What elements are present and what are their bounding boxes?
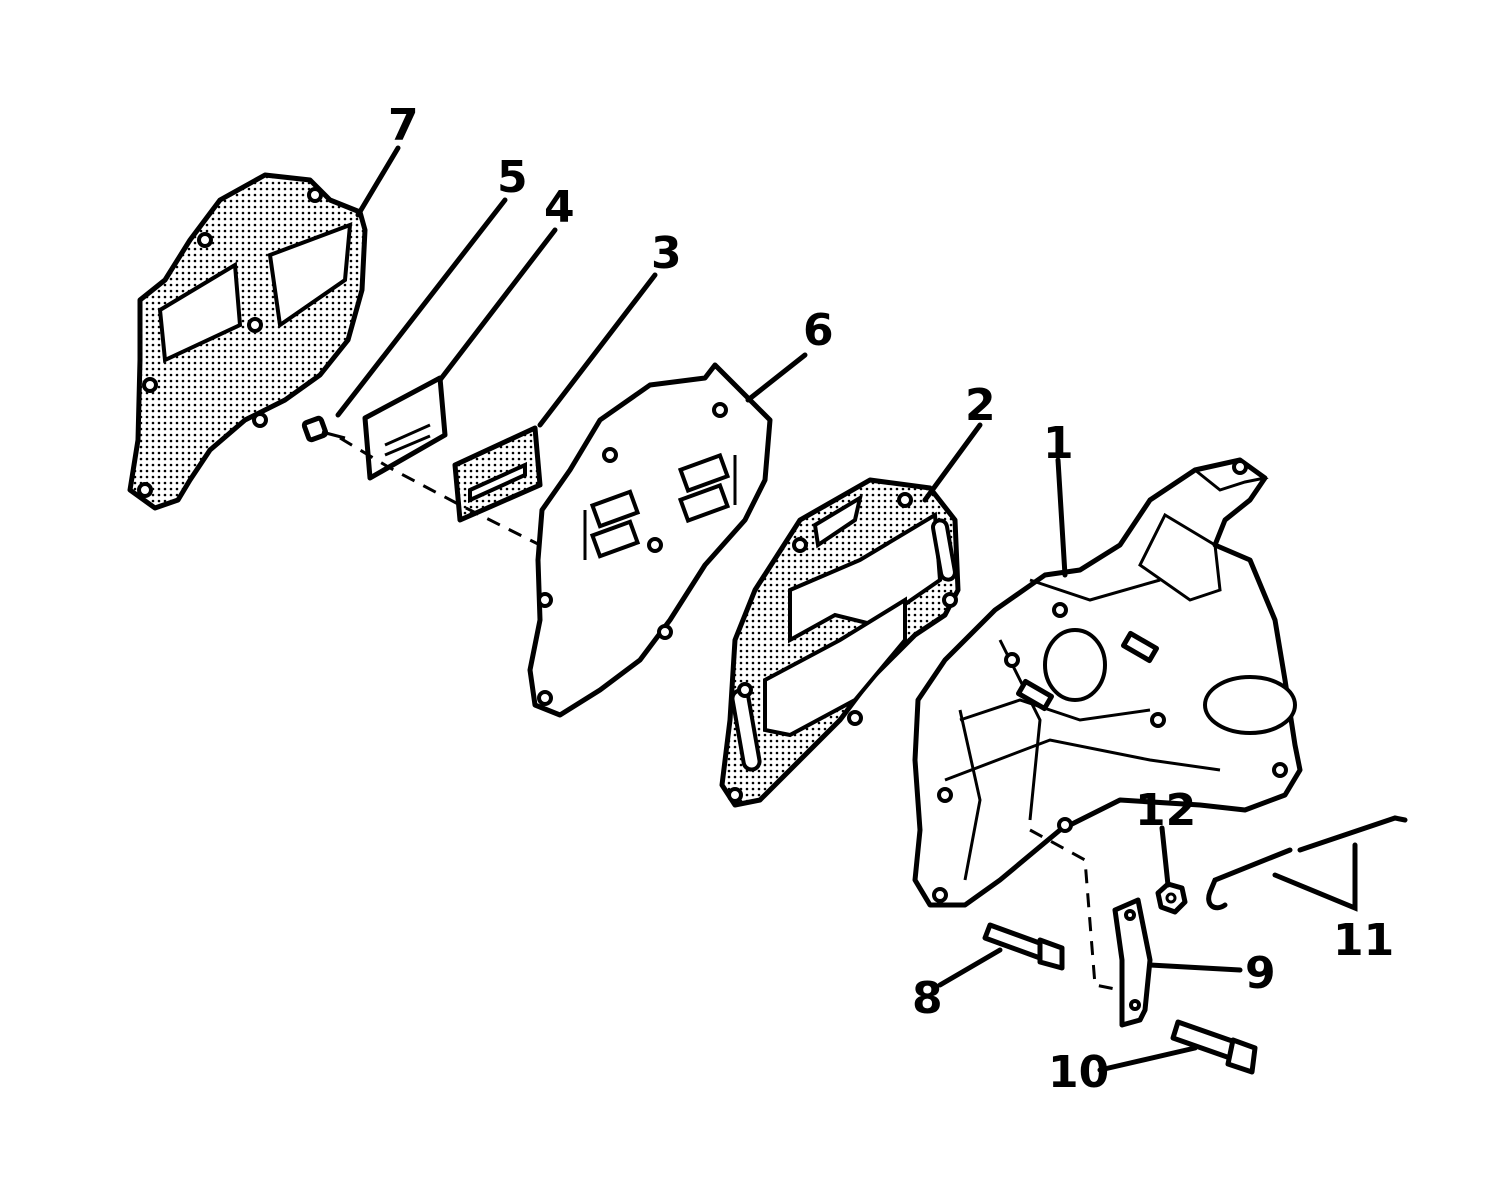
leader-2 [922, 422, 983, 503]
callout-2: 2 [965, 380, 996, 431]
part-12-nut [1155, 881, 1188, 915]
callout-12: 12 [1135, 785, 1196, 836]
callout-10: 10 [1048, 1047, 1109, 1098]
leader-11 [1272, 842, 1358, 912]
part-6-reed-plate [527, 362, 773, 718]
callout-1: 1 [1043, 418, 1074, 469]
leader-8 [937, 947, 1003, 988]
part-4-reed-stop [362, 375, 448, 481]
callout-8: 8 [912, 973, 943, 1024]
leader-6 [745, 352, 808, 403]
part-2-gasket [719, 477, 961, 808]
leader-9 [1147, 962, 1243, 973]
part-10-bolt [1170, 1019, 1258, 1075]
leader-1 [1055, 457, 1068, 578]
leader-4 [437, 227, 558, 383]
alignment-line-lower [1029, 828, 1121, 992]
leader-12 [1159, 825, 1171, 888]
leader-7 [355, 145, 401, 218]
part-1-bracket [912, 457, 1303, 908]
leader-5 [335, 197, 508, 418]
callout-5: 5 [497, 152, 528, 203]
part-5-screw [301, 415, 346, 443]
alignment-line-upper [339, 436, 541, 547]
callout-3: 3 [651, 228, 682, 279]
part-7-outer-gasket [127, 172, 368, 511]
callout-6: 6 [803, 305, 834, 356]
callout-9: 9 [1245, 948, 1276, 999]
callout-7: 7 [388, 100, 419, 151]
part-9-clip [1112, 897, 1153, 1028]
part-11-link-rods [1206, 815, 1408, 911]
part-3-reed-petal [452, 425, 543, 523]
leader-3 [537, 272, 658, 428]
callout-4: 4 [544, 182, 575, 233]
part-8-bolt [982, 922, 1065, 971]
leader-10 [1097, 1045, 1198, 1073]
callout-11: 11 [1333, 915, 1394, 966]
